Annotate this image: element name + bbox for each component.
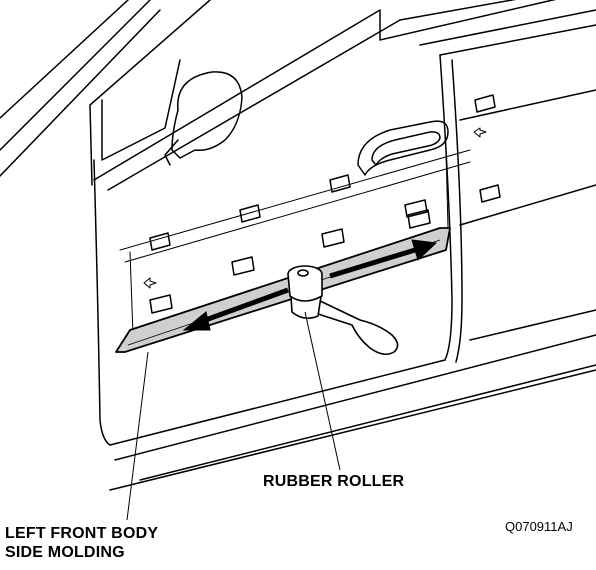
motion-arrows [199, 247, 416, 325]
rear-clip-1 [474, 94, 496, 113]
roller-handle [311, 299, 399, 356]
clip-arrow-front [143, 277, 157, 289]
molding-leader-line [126, 351, 149, 521]
upper-clip-1 [149, 232, 171, 251]
door-rear-edge [439, 54, 453, 361]
arrow-right-shaft [329, 247, 416, 279]
rubber-roller-tool [287, 265, 399, 356]
upper-clip-2 [239, 204, 261, 223]
roof-line-2 [399, 0, 517, 21]
lower-clip-1 [149, 294, 173, 314]
a-pillar-inner [0, 0, 151, 151]
arrow-left-head [182, 311, 211, 331]
door-front-edge [93, 159, 111, 446]
upper-clip-3 [329, 174, 351, 193]
rocker-line-1 [114, 334, 596, 461]
tape-line-upper-2 [124, 161, 471, 263]
roof-line-3 [419, 9, 596, 46]
roller-wheel [287, 273, 323, 302]
side-mirror-mount [164, 139, 179, 166]
door-handle-recess [357, 120, 449, 176]
roller-leader-line [304, 311, 341, 471]
door-handle [371, 131, 441, 166]
arrow-left-shaft [199, 287, 289, 325]
figure-id: Q070911AJ [505, 519, 573, 534]
side-molding-label-line1: LEFT FRONT BODY [5, 525, 159, 542]
tape-line-upper [119, 149, 471, 251]
lower-clip-4 [407, 209, 431, 229]
rubber-roller-label: RUBBER ROLLER [263, 473, 405, 490]
ground-line [109, 369, 596, 491]
lower-clip-2 [231, 256, 255, 276]
lower-clip-3 [321, 228, 345, 248]
door-window-inner [101, 59, 181, 161]
rear-clip-2 [479, 184, 501, 203]
rear-door-front-edge-2 [459, 89, 596, 121]
rear-door-body-line [459, 184, 596, 226]
a-pillar-outer [0, 0, 129, 119]
door-window-frame [89, 0, 211, 186]
roller-axle [297, 269, 309, 277]
arrow-right-head [411, 239, 438, 261]
side-molding-label-line2: SIDE MOLDING [5, 544, 125, 561]
rocker-line-2 [139, 364, 596, 481]
a-pillar-inner-2 [0, 9, 161, 177]
upper-clip-4 [404, 199, 428, 218]
roof-line-1 [379, 0, 557, 41]
belt-line [93, 9, 381, 181]
rear-door-front-edge [451, 59, 463, 363]
door-bottom-edge [109, 359, 446, 446]
side-mirror [171, 71, 243, 159]
rear-door-line-2 [469, 309, 596, 341]
clip-arrow-rear [473, 127, 487, 138]
belt-line-inner [107, 19, 401, 191]
roof-line-4 [439, 24, 596, 56]
